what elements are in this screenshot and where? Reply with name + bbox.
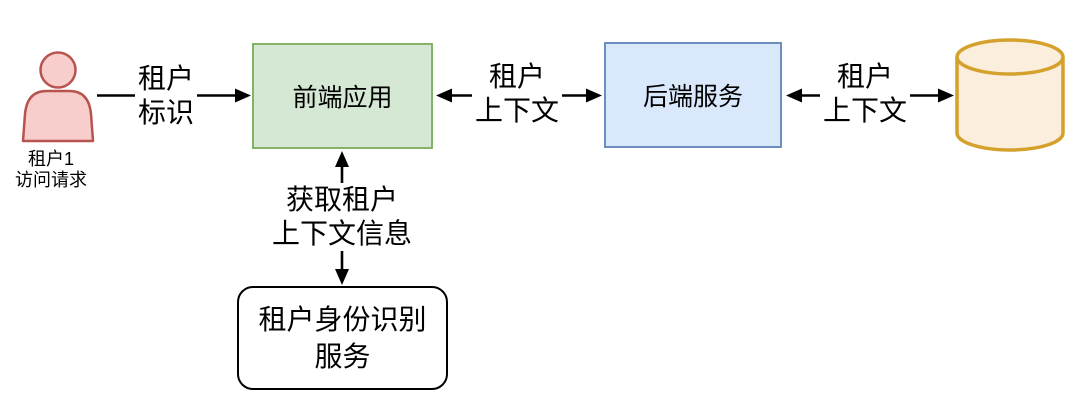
identity-service-label-line2: 服务: [314, 341, 371, 372]
actor-label-line1: 租户1: [27, 149, 74, 169]
identity-service-label-line1: 租户身份识别: [258, 304, 427, 335]
actor-label: 租户1 访问请求: [15, 149, 87, 191]
edge-label-tenant-context-frontend-backend: 租户 上下文: [471, 60, 563, 128]
actor-label-line2: 访问请求: [15, 170, 87, 190]
backend-service-node: 后端服务: [604, 42, 782, 148]
edge-label-tenant-context-backend-database: 租户 上下文: [819, 60, 911, 128]
edge-label-tenant-id: 租户 标识: [134, 62, 198, 130]
database-icon: [955, 38, 1065, 152]
user-icon: [21, 51, 95, 143]
frontend-app-label: 前端应用: [292, 84, 393, 112]
frontend-app-node: 前端应用: [252, 43, 433, 149]
edge-label-get-tenant-context: 获取租户 上下文信息: [268, 183, 416, 251]
tenant-identity-service-node: 租户身份识别 服务: [237, 286, 448, 390]
backend-service-label: 后端服务: [642, 83, 743, 111]
